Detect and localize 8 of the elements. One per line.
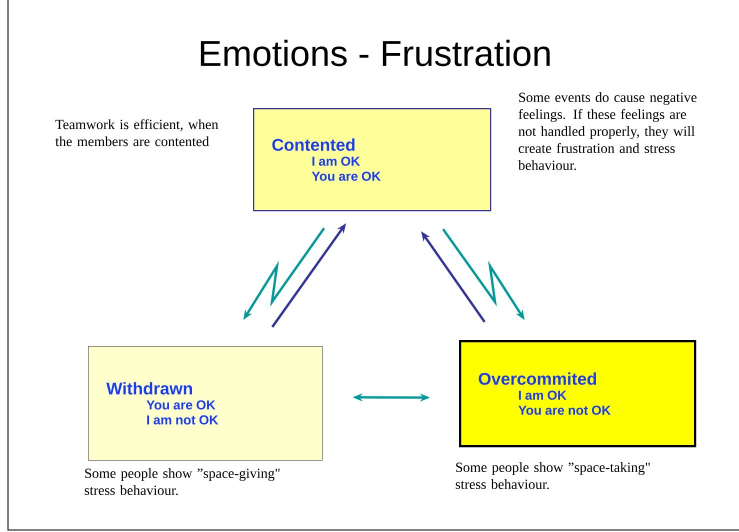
state-box: Withdrawn You are OK I am not OK bbox=[88, 346, 323, 461]
state-box: Overcommited I am OK You are not OK bbox=[459, 340, 696, 448]
node-label: Some people show ”space-taking" stress behaviour. bbox=[456, 462, 650, 490]
state-box: Contented I am OK You are OK bbox=[253, 108, 492, 212]
note: Some events do cause negative feelings. If these feelings are not handled properly, they will create frustration and stress behaviour. bbox=[518, 92, 697, 170]
node-label: Some people show ”space-giving" stress behaviour. bbox=[84, 468, 280, 496]
note: Teamwork is efficient, when the members are contented bbox=[55, 119, 218, 146]
title: Emotions - Frustration bbox=[200, 40, 550, 66]
